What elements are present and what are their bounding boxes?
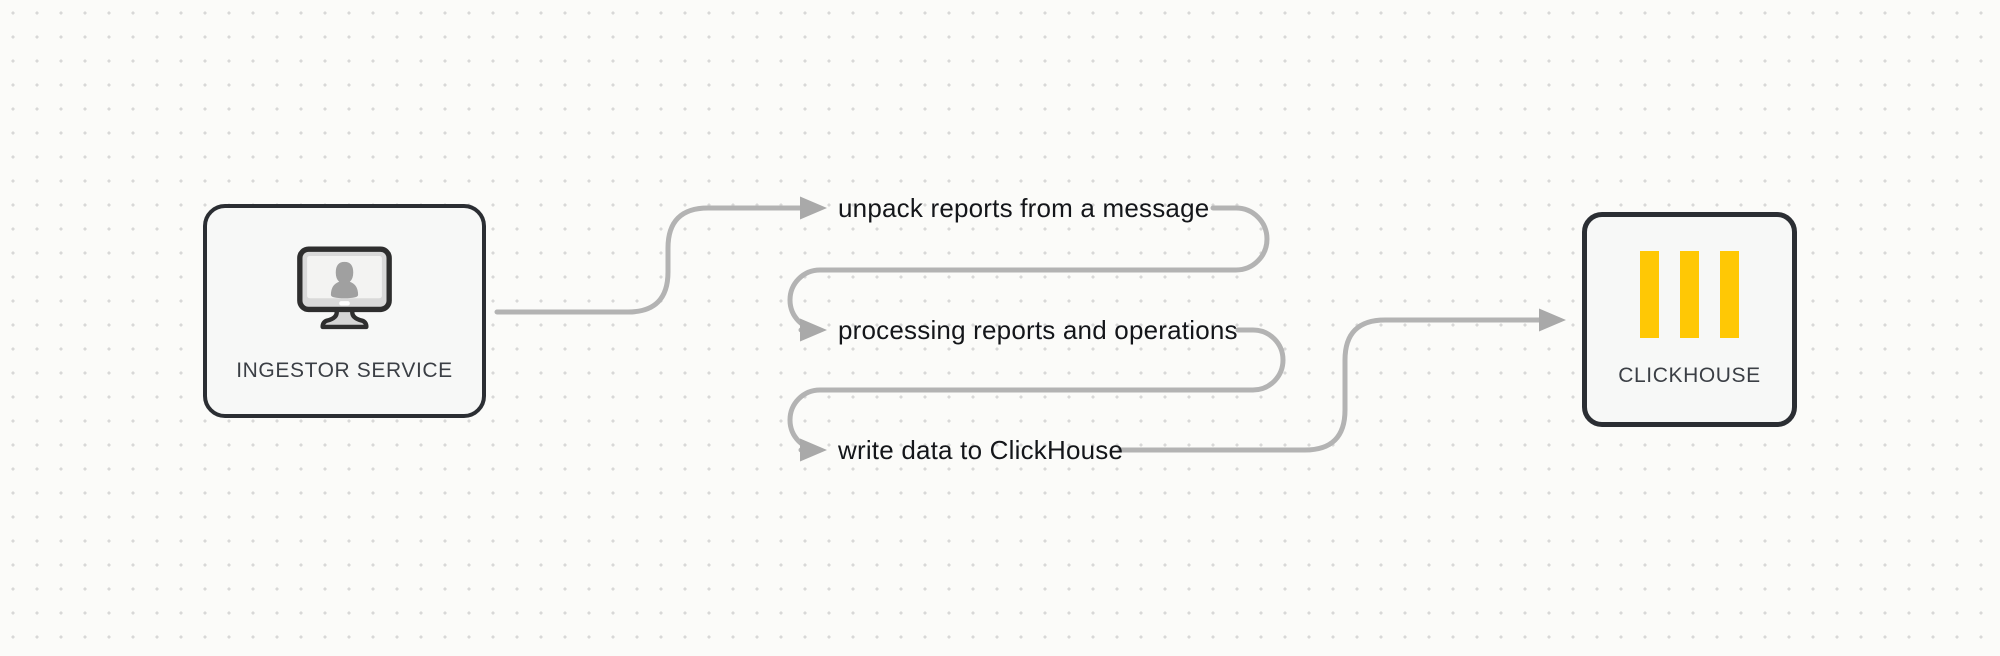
arrowhead-step3-icon: [800, 438, 827, 462]
clickhouse-bars-icon: [1640, 251, 1739, 338]
monitor-user-icon: [294, 244, 395, 336]
clickhouse-bar: [1720, 251, 1739, 338]
clickhouse-bar: [1640, 251, 1659, 338]
node-clickhouse[interactable]: CLICKHOUSE: [1582, 212, 1797, 427]
connector-step2-to-step3: [787, 327, 1286, 453]
step-label-write-data: write data to ClickHouse: [838, 435, 1124, 465]
node-ingestor-service[interactable]: INGESTOR SERVICE: [203, 204, 486, 418]
ingestor-service-label: INGESTOR SERVICE: [236, 359, 453, 382]
arrowhead-clickhouse-icon: [1539, 308, 1566, 332]
clickhouse-label: CLICKHOUSE: [1618, 364, 1761, 387]
step-label-unpack-reports: unpack reports from a message: [838, 193, 1210, 223]
connector-step1-to-step2: [787, 205, 1270, 333]
arrowhead-step2-icon: [800, 318, 827, 342]
connector-ingestor-to-step1: [494, 205, 804, 315]
arrowhead-step1-icon: [800, 196, 827, 220]
clickhouse-bar: [1680, 251, 1699, 338]
step-label-processing-reports: processing reports and operations: [838, 315, 1238, 345]
